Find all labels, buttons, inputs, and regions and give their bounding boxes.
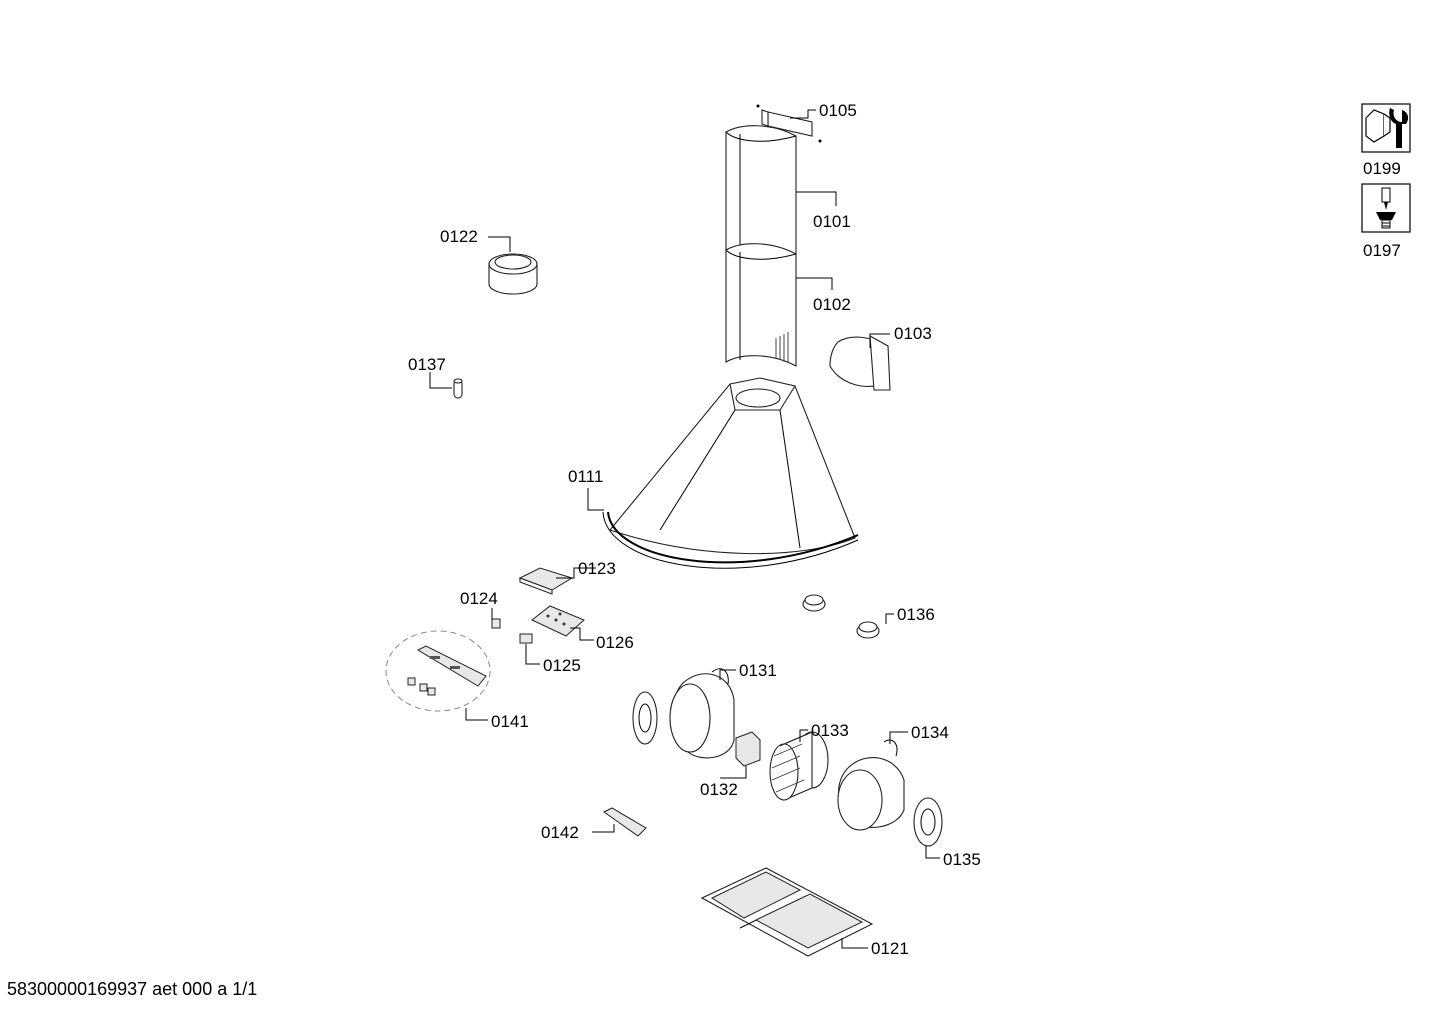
part-0141-control-panel-set [385, 630, 491, 712]
label-0136: 0136 [897, 605, 935, 624]
label-0126: 0126 [596, 633, 634, 652]
label-0142: 0142 [541, 823, 579, 842]
screwdriver-screw-icon [1376, 187, 1396, 229]
part-0105-bracket [756, 104, 822, 143]
document-id-footer: 58300000169937 aet 000 a 1/1 [7, 979, 258, 999]
tool-label-0199: 0199 [1363, 159, 1401, 178]
label-0133: 0133 [811, 721, 849, 740]
tool-label-0197: 0197 [1363, 241, 1401, 260]
label-0123: 0123 [578, 559, 616, 578]
part-0121-grease-filters [700, 867, 874, 957]
label-0132: 0132 [700, 780, 738, 799]
part-0133-fan-wheel [769, 731, 829, 801]
label-0134: 0134 [911, 723, 949, 742]
part-0123-board-cover [518, 567, 574, 595]
part-0101-upper-chimney [725, 125, 797, 259]
tool-0199: 0199 [1361, 103, 1411, 178]
part-0124-switch [491, 618, 501, 629]
label-0105: 0105 [819, 101, 857, 120]
part-0103-cover [829, 335, 891, 391]
part-0111-seal-strip [602, 511, 859, 569]
hood-canopy [609, 377, 856, 555]
label-0131: 0131 [739, 661, 777, 680]
part-0122-duct-connector [488, 253, 538, 295]
label-0102: 0102 [813, 295, 851, 314]
part-0135-fan-cover [913, 797, 943, 847]
part-0126-control-board [531, 605, 585, 637]
label-0101: 0101 [813, 212, 851, 231]
part-0134-fan-housing-right [837, 739, 905, 831]
leader-lines [429, 109, 940, 949]
label-0122: 0122 [440, 227, 478, 246]
nut-wrench-icon [1365, 108, 1409, 148]
label-0124: 0124 [460, 589, 498, 608]
part-0102-lower-chimney [725, 243, 797, 367]
label-0135: 0135 [943, 850, 981, 869]
label-0103: 0103 [894, 324, 932, 343]
label-0141: 0141 [491, 712, 529, 731]
label-0137: 0137 [408, 355, 446, 374]
label-0125: 0125 [543, 656, 581, 675]
part-labels: 0105 0101 0102 0103 0122 0137 0111 0123 … [408, 101, 981, 958]
part-0132-capacitor [735, 731, 761, 767]
part-0136-knobs [802, 594, 880, 639]
part-0125-switch [519, 633, 533, 644]
label-0111: 0111 [568, 467, 603, 486]
label-0121: 0121 [871, 939, 909, 958]
part-0131-fan-housing [632, 668, 735, 759]
part-0142-duct-piece [603, 807, 647, 837]
tool-0197: 0197 [1361, 183, 1411, 260]
part-0137-cylinder [453, 378, 463, 399]
